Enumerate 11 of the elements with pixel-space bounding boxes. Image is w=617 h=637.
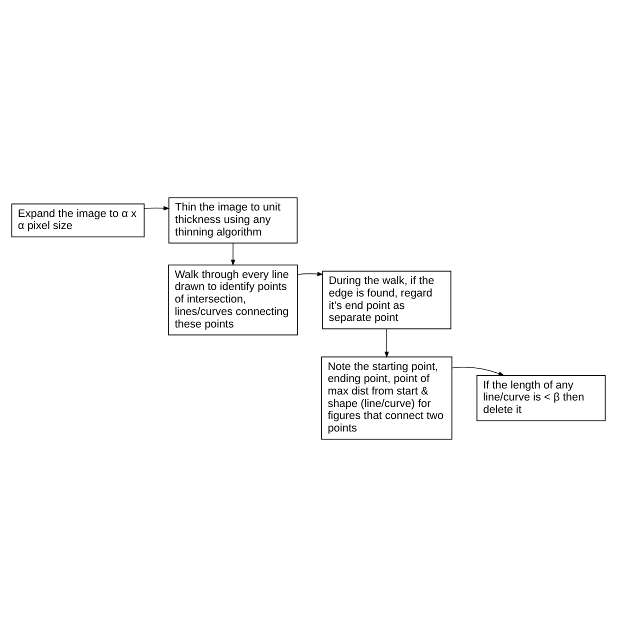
arrow xyxy=(144,206,170,210)
node-box: Walk through every line drawn to identify points of intersection, lines/curves connecting these points xyxy=(168,264,298,336)
node-box: Expand the image to α x α pixel size xyxy=(11,204,145,238)
arrow xyxy=(297,272,324,276)
node-box: Note the starting point, ending point, point of max dist from start & shape (line/curve) for figures that connect two points xyxy=(321,356,452,440)
node-box: During the walk, if the edge is found, regard it’s end point as separate point xyxy=(322,270,452,330)
arrow xyxy=(384,328,389,358)
arrow xyxy=(230,242,236,266)
arrow xyxy=(452,366,505,376)
node-box: If the length of any line/curve is < β then delete it xyxy=(476,375,606,422)
node-box: Thin the image to unit thickness using any thinning algorithm xyxy=(168,197,298,244)
